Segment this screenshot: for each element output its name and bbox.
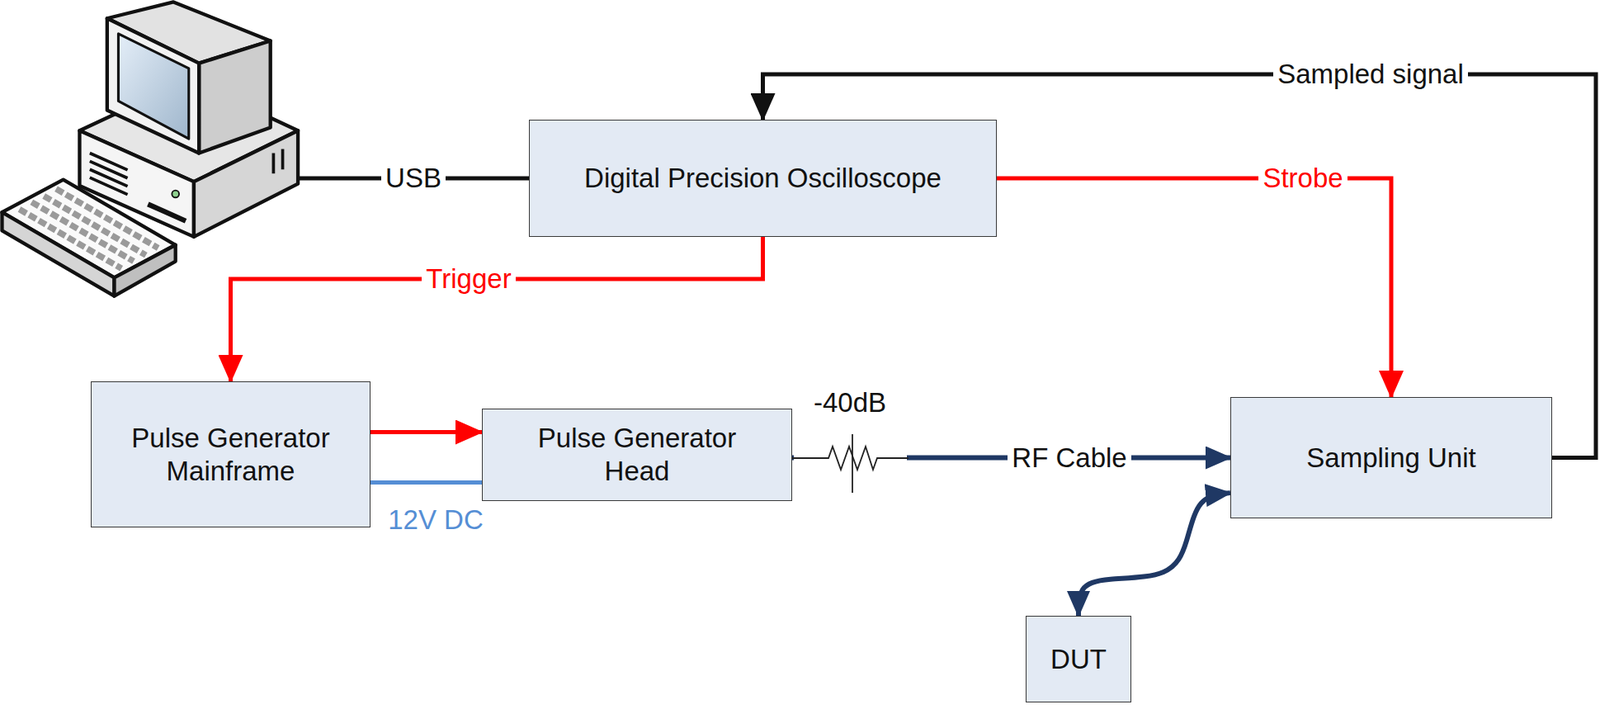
signal-label: RF Cable [1007, 442, 1131, 474]
monitor-screen [117, 33, 189, 139]
signal-label: Sampled signal [1273, 58, 1468, 90]
resistor-symbol [792, 446, 909, 470]
side-slit [281, 149, 285, 170]
monitor-side [198, 40, 271, 153]
power-led [171, 190, 180, 199]
signal-connector [370, 429, 482, 435]
case-vents [89, 152, 128, 194]
process-box: Sampling Unit [1230, 396, 1553, 519]
annotation-label: USB [381, 162, 446, 194]
attenuator-tick [851, 434, 854, 493]
box-label: Pulse Generator Mainframe [107, 421, 355, 487]
signal-connector [1078, 492, 1231, 616]
process-box: Pulse Generator Head [481, 408, 793, 501]
side-slit [272, 152, 276, 174]
drive-slot [147, 203, 186, 221]
process-box: Digital Precision Oscilloscope [528, 119, 997, 237]
process-box: DUT [1025, 615, 1132, 703]
box-label: Sampling Unit [1306, 441, 1476, 475]
signal-label: 12V DC [383, 504, 488, 536]
monitor-bezel [107, 18, 199, 153]
signal-label: Strobe [1258, 162, 1347, 194]
computer-icon [1, 1, 298, 296]
signal-label: Trigger [421, 263, 515, 295]
process-box: Pulse Generator Mainframe [90, 381, 371, 528]
connectors [231, 74, 1597, 616]
annotation-label: -40dB [809, 387, 891, 419]
signal-connector [996, 178, 1392, 397]
signal-connector [231, 236, 764, 382]
box-label: Pulse Generator Head [521, 421, 753, 487]
keyboard-keys [18, 188, 158, 269]
box-label: Digital Precision Oscilloscope [584, 161, 942, 195]
box-label: DUT [1050, 642, 1107, 676]
signal-connector [370, 480, 482, 485]
